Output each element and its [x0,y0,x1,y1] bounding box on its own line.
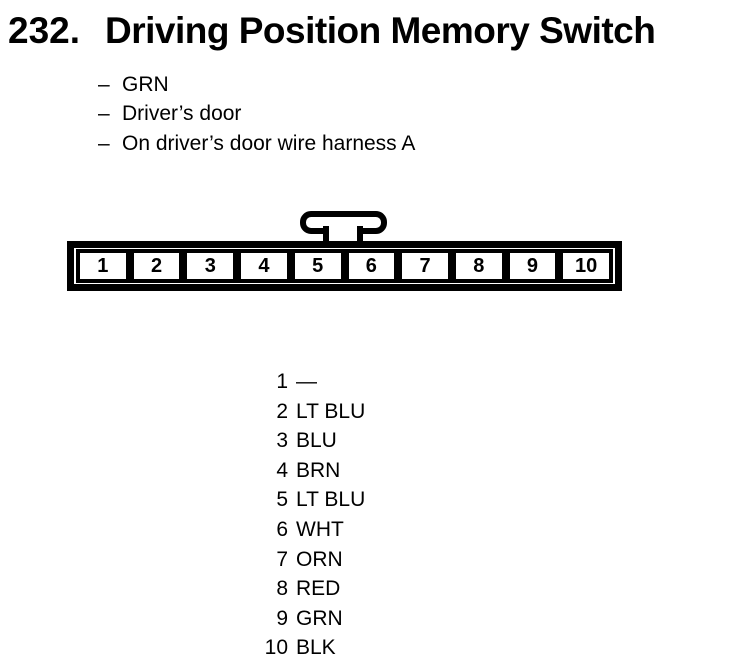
note-item: – Driver’s door [98,99,415,128]
pin-wire-color: LT BLU [296,488,366,512]
pin-cavity-9: 9 [505,249,560,283]
pin-number: 6 [276,517,288,541]
pin-row: 5 LT BLU [230,485,365,515]
pin-cavity-5: 5 [290,249,345,283]
pin-wire-color: LT BLU [296,399,366,423]
figure-number: 232. [8,10,81,51]
pin-cavity-3: 3 [183,249,238,283]
pin-wire-color: GRN [296,606,343,630]
pin-cavity-7: 7 [398,249,452,283]
pin-number: 9 [276,606,288,630]
pin-row: 8 RED [230,574,365,604]
pin-wire-color: BLK [296,636,336,660]
pin-wire-color: — [296,370,317,393]
pin-row: 6 WHT [230,515,365,545]
pin-number: 1 [276,370,288,393]
pin-row: 3 BLU [230,426,365,456]
notes-list: – GRN – Driver’s door – On driver’s door… [98,70,415,158]
dash-marker: – [98,131,110,155]
note-text: Driver’s door [122,102,242,126]
dash-marker: – [98,102,110,126]
pin-row: 4 BRN [230,456,365,486]
pin-number: 5 [276,488,288,512]
pin-wire-color: RED [296,577,341,601]
pin-color-list: 1 — 2 LT BLU 3 BLU 4 BRN 5 LT BLU 6 WHT … [230,367,366,663]
connector-key-tab-stem [323,226,363,241]
pin-wire-color: ORN [296,547,343,571]
pin-wire-color: BLU [296,429,337,453]
note-text: On driver’s door wire harness A [122,131,416,155]
pin-number: 7 [276,547,288,571]
pin-row: 2 LT BLU [230,397,365,427]
pin-cavity-6: 6 [344,249,399,283]
pin-number: 2 [276,399,288,423]
figure-title: Driving Position Memory Switch [105,10,656,51]
pin-row: 9 GRN [230,604,365,634]
pin-cavity-2: 2 [129,249,184,283]
note-text: GRN [122,73,169,96]
pin-number: 3 [276,429,288,453]
connector-body: 1 2 3 4 5 6 7 8 9 10 [67,241,622,291]
pin-number: 4 [276,458,288,482]
pin-cavity-1: 1 [76,249,130,283]
note-item: – GRN [98,70,415,99]
pin-row: 7 ORN [230,545,365,575]
pin-cavity-8: 8 [451,249,506,283]
pin-number: 10 [264,636,288,660]
pin-number: 8 [276,577,288,601]
pin-row: 1 — [230,367,365,397]
pin-row: 10 BLK [230,633,365,663]
pin-cavity-4: 4 [237,249,291,283]
pin-wire-color: BRN [296,458,341,482]
pin-wire-color: WHT [296,517,344,541]
dash-marker: – [98,73,110,96]
note-item: – On driver’s door wire harness A [98,129,415,158]
pin-cavity-10: 10 [559,249,614,283]
